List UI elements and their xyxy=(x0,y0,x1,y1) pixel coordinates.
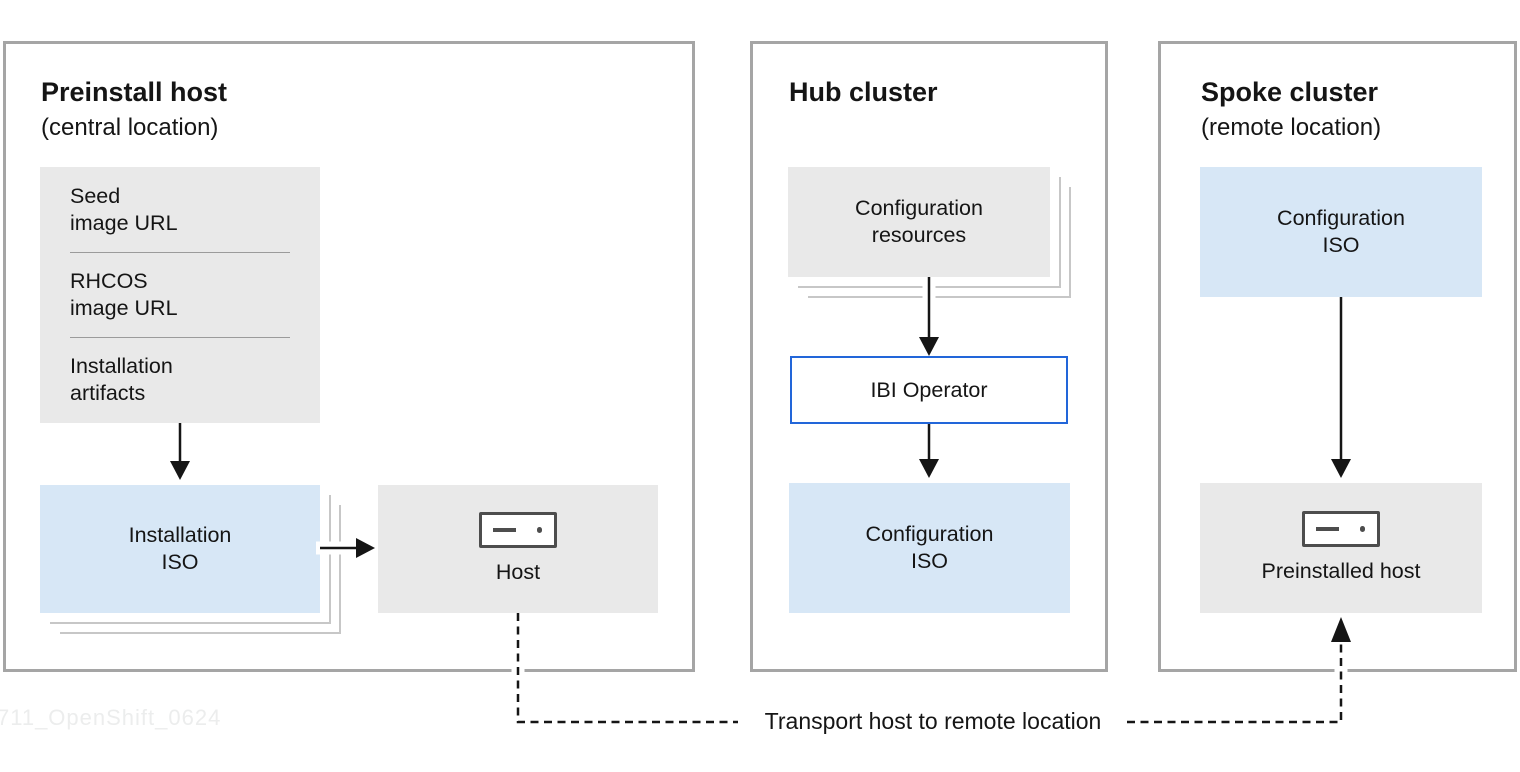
panel-title-preinstall-host: Preinstall host xyxy=(41,77,228,107)
ibi-operator-box: IBI Operator xyxy=(790,356,1068,424)
transport-label: Transport host to remote location xyxy=(764,708,1102,734)
configuration-resources-box: Configuration resources xyxy=(788,167,1050,277)
panel-subtitle-remote-location: (remote location) xyxy=(1201,114,1382,141)
panel-hub-cluster: Hub cluster xyxy=(750,41,1108,672)
spoke-configuration-iso-box: Configuration ISO xyxy=(1200,167,1482,297)
ibi-operator-label: IBI Operator xyxy=(870,377,988,402)
server-icon xyxy=(479,512,557,548)
hub-configuration-iso-label: Configuration ISO xyxy=(865,522,994,573)
preinstalled-host-box: Preinstalled host xyxy=(1200,483,1482,613)
configuration-resources-label: Configuration resources xyxy=(855,196,983,247)
host-label: Host xyxy=(495,560,541,584)
panel-subtitle-central-location: (central location) xyxy=(41,114,219,141)
server-drive-slot xyxy=(493,528,516,532)
preinstalled-host-label: Preinstalled host xyxy=(1261,559,1421,583)
server-power-led xyxy=(536,527,542,533)
spoke-configuration-iso-label: Configuration ISO xyxy=(1277,206,1405,257)
hub-configuration-iso-box: Configuration ISO xyxy=(789,483,1070,613)
server-icon xyxy=(1302,511,1380,547)
server-drive-slot xyxy=(1316,527,1339,531)
figure-watermark: 711_OpenShift_0624 xyxy=(0,705,222,730)
server-power-led xyxy=(1359,526,1365,532)
artifact-installation-artifacts: Installation artifacts xyxy=(70,354,173,405)
panel-title-hub-cluster: Hub cluster xyxy=(789,77,938,107)
installation-iso-box: Installation ISO xyxy=(40,485,320,613)
installation-iso-label: Installation ISO xyxy=(128,523,232,574)
artifact-divider xyxy=(70,337,290,338)
artifact-divider xyxy=(70,252,290,253)
panel-title-spoke-cluster: Spoke cluster xyxy=(1201,77,1379,107)
panel-preinstall-host: Preinstall host (central location) xyxy=(3,41,695,672)
host-box: Host xyxy=(378,485,658,613)
artifact-seed-image-url: Seed image URL xyxy=(70,184,178,235)
artifact-rhcos-image-url: RHCOS image URL xyxy=(70,269,178,320)
artifacts-box: Seed image URL RHCOS image URL Installat… xyxy=(40,167,320,423)
